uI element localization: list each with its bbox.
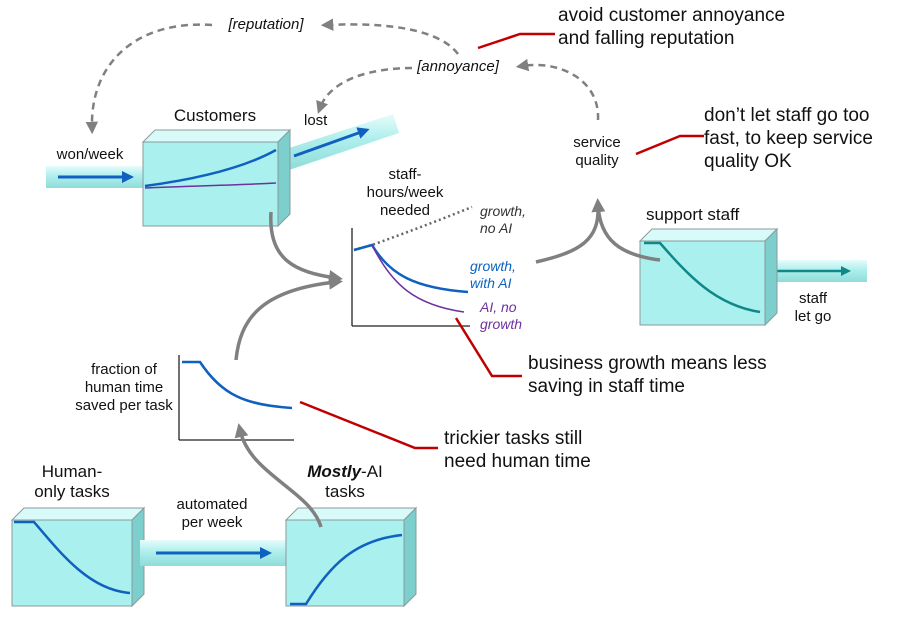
support-staff-title: support staff [646,205,740,224]
reputation-label: [reputation] [228,16,304,33]
note-trickier-tasks: trickier tasks still need human time [444,428,591,472]
series-growth-no-ai [353,205,473,252]
connector-staff-note [635,134,704,156]
arrow-fraction-to-staff-chart [234,275,343,361]
arrow-customers-to-staff-chart [269,211,343,284]
dashed-quality-to-annoyance [515,58,600,121]
mostly-ai-rest: -AI tasks [325,462,383,501]
staff-let-go-label: staff let go [794,290,832,325]
won-per-week-label: won/week [56,146,124,163]
note-business-growth: business growth means less saving in sta… [528,353,767,397]
stock-customers [141,128,292,228]
stock-mostly-ai-tasks [284,506,418,608]
mostly-ai-tasks-title: Mostly-AI tasks [290,462,400,502]
legend-growth-no-ai: growth, no AI [480,203,526,236]
legend-growth-with-ai: growth, with AI [470,258,516,291]
dashed-annoyance-to-lost [316,66,413,114]
fraction-chart-title: fraction of human time saved per task [75,361,173,414]
staff-chart-title: staff- hours/week needed [366,166,444,219]
arrow-support-staff-to-service-quality [596,204,661,262]
human-only-tasks-title: Human- only tasks [34,462,110,501]
lost-label: lost [304,112,328,129]
series-growth-with-ai [353,243,469,294]
legend-ai-no-growth: AI, no growth [480,299,523,332]
customers-title: Customers [173,106,257,125]
chart-staff-hours [351,205,473,327]
note-staff: don’t let staff go too fast, to keep ser… [704,105,873,172]
dashed-annoyance-to-reputation [320,18,459,55]
stock-human-only-tasks [10,506,146,608]
pipe-automated-per-week [140,540,290,566]
arrow-mostly-ai-to-fraction [234,423,323,528]
annoyance-label: [annoyance] [417,58,499,75]
dashed-reputation-to-won [85,23,213,135]
connector-growth-note [454,317,522,378]
stock-support-staff [638,227,779,327]
automated-per-week-label: automated per week [176,496,248,531]
connector-tricky-note [299,400,438,450]
note-reputation: avoid customer annoyance and falling rep… [558,5,786,49]
mostly-ai-bold: Mostly [307,462,362,481]
series-ai-no-growth [371,244,465,313]
pipe-staff-let-go [765,260,867,282]
service-quality-label: service quality [573,134,621,169]
series-fraction-saved [182,360,293,410]
chart-fraction-saved [178,355,294,441]
connector-reputation-note [477,32,555,50]
pipe-lost [283,114,399,170]
pipe-won-per-week [46,166,146,188]
